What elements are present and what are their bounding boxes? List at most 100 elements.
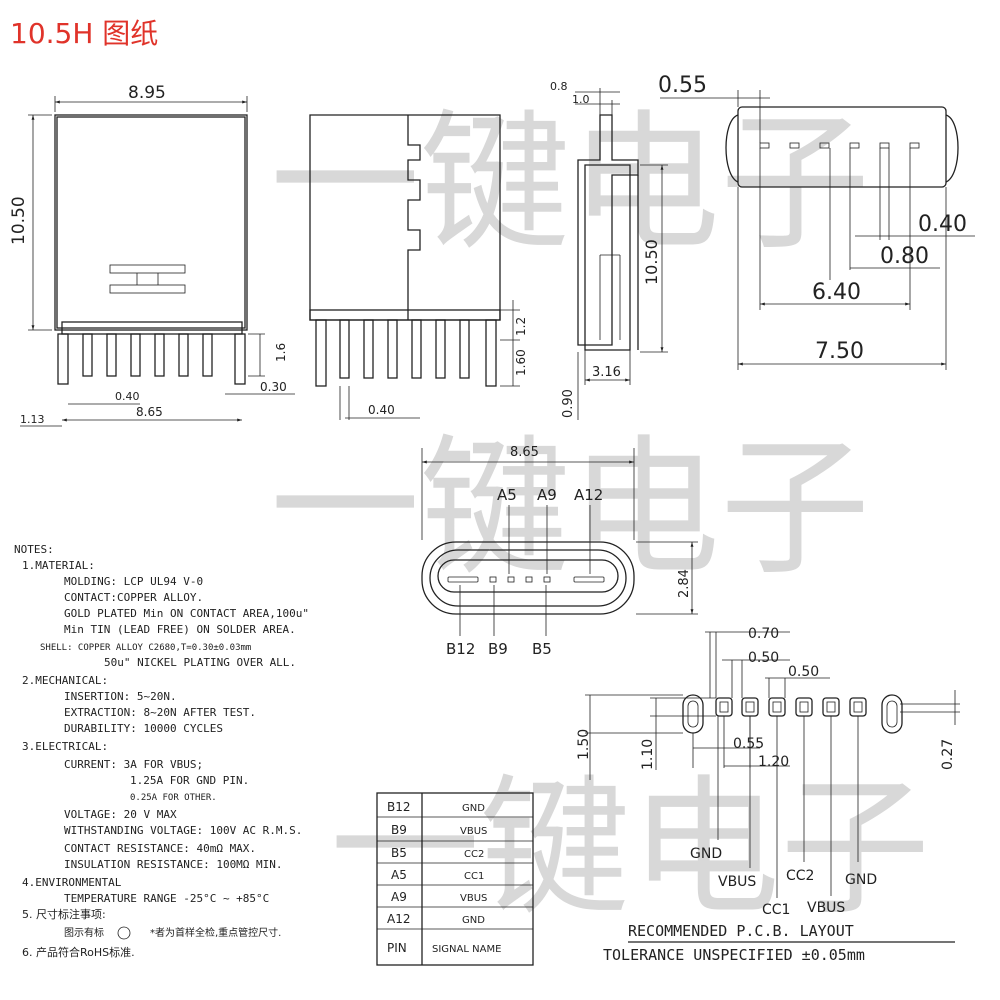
pin-table: B12 GND B9 VBUS B5 CC2 A5 CC1 A9 VBUS A1… — [376, 792, 534, 966]
pcb-pads — [715, 697, 867, 717]
pcb-dim-055: 0.55 — [733, 736, 764, 752]
dim-front-span: 8.65 — [136, 405, 163, 419]
notes-line-13: 1.25A FOR GND PIN. — [130, 774, 249, 787]
side-pins — [315, 319, 497, 387]
dim-front-offset: 1.13 — [20, 413, 45, 426]
dim-top-055: 0.55 — [658, 73, 707, 98]
dim-pin-length: 1.6 — [274, 343, 288, 362]
notes-line-9: EXTRACTION: 8~20N AFTER TEST. — [64, 706, 256, 719]
watermark-text-2: 一键电子 — [270, 422, 870, 596]
side-view: 1.2 1.60 0.40 — [309, 114, 528, 420]
label-a9: A9 — [537, 486, 557, 504]
pcb-pad-label-1: VBUS — [718, 874, 756, 890]
notes-line-5: SHELL: COPPER ALLOY C2680,T=0.30±0.03mm — [40, 643, 251, 653]
notes-line-18: INSULATION RESISTANCE: 100MΩ MIN. — [64, 858, 283, 871]
notes: NOTES: 1.MATERIAL: MOLDING: LCP UL94 V-0… — [14, 543, 309, 959]
pcb-dim-027: 0.27 — [940, 739, 956, 770]
label-a12: A12 — [574, 486, 603, 504]
dim-profile-height: 10.50 — [642, 239, 661, 285]
notes-line-24: 6. 产品符合RoHS标准. — [22, 945, 135, 959]
table-sig-0: GND — [462, 803, 485, 814]
table-pin-2: B5 — [391, 846, 407, 860]
table-header-pin: PIN — [387, 941, 407, 955]
watermark: 一键电子 一键电子 一键电子 — [270, 97, 930, 936]
dim-front-height: 10.50 — [9, 196, 29, 245]
notes-line-14: 0.25A FOR OTHER. — [130, 793, 217, 803]
socket-view: 8.65 2.84 A5 A9 A12 B12 B9 B5 — [421, 445, 698, 658]
notes-line-11: 3.ELECTRICAL: — [22, 740, 108, 753]
pcb-dim-050b: 0.50 — [788, 664, 819, 680]
notes-line-1: MOLDING: LCP UL94 V-0 — [64, 575, 203, 588]
pcb-dim-110: 1.10 — [640, 739, 656, 770]
pcb-tolerance: TOLERANCE UNSPECIFIED ±0.05mm — [603, 946, 865, 964]
table-sig-3: CC1 — [464, 871, 484, 882]
notes-line-4: Min TIN (LEAD FREE) ON SOLDER AREA. — [64, 623, 296, 636]
dim-front-pitch: 0.40 — [115, 390, 140, 403]
pcb-pad-label-4: VBUS — [807, 900, 845, 916]
table-pin-4: A9 — [391, 890, 407, 904]
dim-pin-width: 0.30 — [260, 380, 287, 394]
label-b5: B5 — [532, 640, 552, 658]
dim-side-h2: 1.60 — [514, 349, 528, 376]
label-a5: A5 — [497, 486, 517, 504]
table-sig-1: VBUS — [460, 826, 487, 837]
pcb-dim-050a: 0.50 — [748, 650, 779, 666]
dim-top-040: 0.40 — [918, 212, 967, 237]
notes-line-7: 2.MECHANICAL: — [22, 674, 108, 687]
notes-line-22: 图示有标 — [64, 926, 104, 939]
page-title: 10.5H 图纸 — [10, 17, 158, 50]
front-pins — [57, 333, 246, 385]
dim-top-080: 0.80 — [880, 244, 929, 269]
notes-line-16: WITHSTANDING VOLTAGE: 100V AC R.M.S. — [64, 824, 302, 837]
pcb-dim-150: 1.50 — [576, 729, 592, 760]
dim-profile-depth: 3.16 — [592, 365, 621, 380]
pcb-dim-070: 0.70 — [748, 626, 779, 642]
dim-front-width: 8.95 — [128, 83, 166, 103]
notes-line-3: GOLD PLATED Min ON CONTACT AREA,100u" — [64, 607, 309, 620]
dim-top-640: 6.40 — [812, 280, 861, 305]
dim-profile-foot: 0.90 — [561, 389, 576, 418]
profile-view: 0.8 1.0 10.50 3.16 0.90 — [550, 80, 668, 420]
table-sig-4: VBUS — [460, 893, 487, 904]
table-sig-2: CC2 — [464, 849, 484, 860]
pcb-pad-label-5: GND — [845, 872, 877, 888]
notes-line-8: INSERTION: 5~20N. — [64, 690, 177, 703]
table-pin-5: A12 — [387, 912, 410, 926]
table-pin-3: A5 — [391, 868, 407, 882]
pcb-dim-120: 1.20 — [758, 754, 789, 770]
notes-line-19: 4.ENVIRONMENTAL — [22, 876, 122, 889]
notes-line-0: 1.MATERIAL: — [22, 559, 95, 572]
label-b9: B9 — [488, 640, 508, 658]
pcb-layout: 0.70 0.50 0.50 1.50 1.10 0.55 1.20 0.27 — [576, 626, 960, 964]
table-header-signal: SIGNAL NAME — [432, 944, 501, 955]
pcb-pad-label-0: GND — [690, 846, 722, 862]
dim-profile-t1: 0.8 — [550, 80, 568, 93]
notes-line-21: 5. 尺寸标注事项: — [22, 907, 106, 921]
pcb-pad-label-3: CC1 — [762, 902, 790, 918]
notes-line-12: CURRENT: 3A FOR VBUS; — [64, 758, 203, 771]
dim-socket-height: 2.84 — [677, 569, 692, 598]
dim-profile-t2: 1.0 — [572, 93, 590, 106]
notes-line-2: CONTACT:COPPER ALLOY. — [64, 591, 203, 604]
dim-side-pitch: 0.40 — [368, 403, 395, 417]
top-view: 0.55 0.40 0.80 6.40 7.50 — [658, 73, 975, 370]
pcb-title: RECOMMENDED P.C.B. LAYOUT — [628, 922, 854, 940]
watermark-text-1: 一键电子 — [270, 97, 870, 271]
top-contacts — [759, 142, 920, 149]
front-view: 8.95 10.50 1.6 0.30 0.40 8.65 1.13 — [9, 83, 295, 427]
notes-line-17: CONTACT RESISTANCE: 40mΩ MAX. — [64, 842, 256, 855]
notes-heading: NOTES: — [14, 543, 54, 556]
pcb-pad-label-2: CC2 — [786, 868, 814, 884]
dim-side-h1: 1.2 — [514, 317, 528, 336]
dim-top-750: 7.50 — [815, 339, 864, 364]
table-sig-5: GND — [462, 915, 485, 926]
label-b12: B12 — [446, 640, 475, 658]
dim-socket-width: 8.65 — [510, 445, 539, 460]
notes-line-15: VOLTAGE: 20 V MAX — [64, 808, 177, 821]
table-pin-1: B9 — [391, 823, 407, 837]
table-pin-0: B12 — [387, 800, 411, 814]
notes-line-20: TEMPERATURE RANGE -25°C ~ +85°C — [64, 892, 269, 905]
notes-line-6: 50u" NICKEL PLATING OVER ALL. — [104, 656, 296, 669]
notes-line-23: *者为首样全检,重点管控尺寸. — [150, 926, 281, 939]
